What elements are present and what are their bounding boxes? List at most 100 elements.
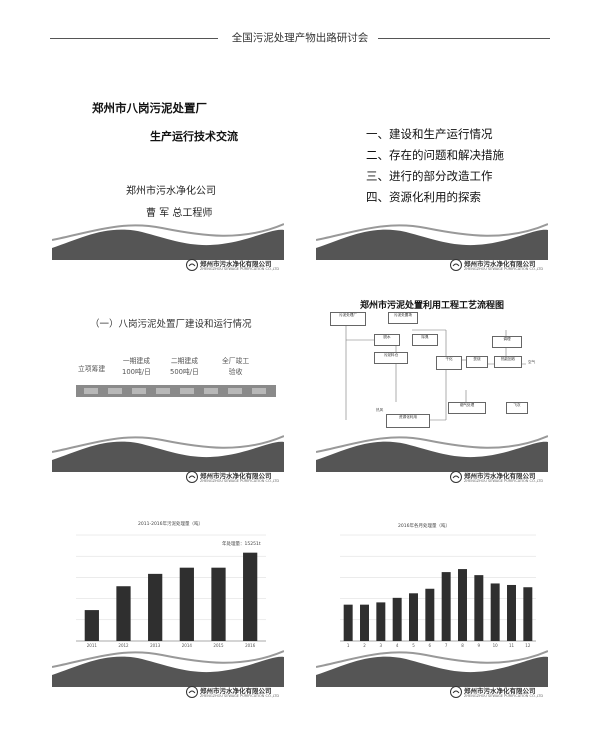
x-tick-label: 9: [478, 643, 481, 648]
x-tick-label: 10: [493, 643, 499, 648]
presenter-name: 曹 军 总工程师: [146, 208, 213, 219]
slide-title-line1: 郑州市八岗污泥处置厂: [92, 101, 207, 115]
wave-decoration: [316, 223, 548, 260]
wave-decoration: [316, 435, 548, 472]
bar: [376, 602, 386, 641]
wave-decoration: [52, 650, 284, 687]
section-heading: （一）八岗污泥处置厂建设和运行情况: [90, 319, 252, 330]
bar: [458, 569, 467, 641]
timeline-segment: [180, 388, 194, 394]
agenda-item: 一、建设和生产运行情况: [366, 127, 493, 141]
wave-decoration: [316, 650, 548, 687]
company-name: 郑州市污水净化有限公司: [464, 472, 536, 480]
header-rule-left: [50, 38, 218, 39]
header-title: 全国污泥处理产物出路研讨会: [231, 32, 369, 44]
x-tick-label: 2013: [150, 643, 161, 648]
agenda-item: 三、进行的部分改造工作: [366, 169, 493, 183]
x-tick-label: 2011: [87, 643, 98, 648]
milestone-line2: 验收: [228, 368, 243, 376]
wave-decoration: [52, 435, 284, 472]
milestone: 二期建成 500吨/日: [170, 356, 199, 378]
bar: [243, 552, 258, 641]
flow-label: 热风: [376, 408, 384, 412]
x-tick-label: 11: [509, 643, 515, 648]
company-name: 郑州市污水净化有限公司: [200, 687, 272, 695]
company-name: 郑州市污水净化有限公司: [464, 260, 536, 268]
company-name-en: ZHENGZHOU SEWAGE PURIFICATION CO.,LTD: [200, 694, 280, 698]
company-name-en: ZHENGZHOU SEWAGE PURIFICATION CO.,LTD: [200, 267, 280, 271]
bar: [507, 584, 516, 641]
milestone: 全厂竣工验收: [222, 356, 249, 378]
timeline-segment: [228, 388, 242, 394]
company-logo: 郑州市污水净化有限公司 ZHENGZHOU SEWAGE PURIFICATIO…: [450, 683, 543, 703]
bar: [84, 610, 99, 641]
company-name: 郑州市污水净化有限公司: [200, 472, 272, 480]
company-logo-icon: [450, 259, 462, 271]
milestone-line1: 二期建成: [170, 357, 199, 365]
company-logo: 郑州市污水净化有限公司 ZHENGZHOU SEWAGE PURIFICATIO…: [450, 256, 543, 276]
bar: [474, 575, 484, 641]
flow-node: 污泥料仓: [374, 352, 408, 364]
x-tick-label: 7: [445, 643, 448, 648]
bar: [425, 588, 435, 641]
x-tick-label: 12: [525, 643, 531, 648]
bar: [211, 567, 226, 641]
company-logo: 郑州市污水净化有限公司 ZHENGZHOU SEWAGE PURIFICATIO…: [450, 468, 544, 488]
agenda-item: 二、存在的问题和解决措施: [366, 148, 504, 162]
flow-node: 干化: [436, 356, 462, 370]
milestone-line1: 一期建成: [122, 357, 151, 365]
bar: [179, 567, 194, 641]
slide-title-line2: 生产运行技术交流: [150, 130, 238, 143]
flow-node: 脱水: [374, 334, 400, 346]
x-tick-label: 4: [396, 643, 399, 648]
timeline-segment: [156, 388, 170, 394]
flow-node: 烟气处理: [448, 402, 486, 414]
presenter-org: 郑州市污水净化公司: [126, 186, 216, 197]
company-logo-icon: [450, 471, 462, 483]
agenda-list: 一、建设和生产运行情况 二、存在的问题和解决措施 三、进行的部分改造工作 四、资…: [366, 126, 504, 210]
timeline-segment: [132, 388, 146, 394]
bar: [360, 604, 369, 641]
timeline-segment: [84, 388, 98, 394]
company-logo-icon: [186, 471, 198, 483]
milestone-line1: 立项筹建: [78, 365, 106, 373]
company-logo-icon: [450, 686, 462, 698]
flow-node: 焚烧: [466, 356, 488, 368]
x-tick-label: 2016: [245, 643, 256, 648]
bar: [392, 597, 402, 641]
slide-title: 郑州市八岗污泥处置厂 生产运行技术交流 郑州市污水净化公司 曹 军 总工程师 郑…: [52, 78, 284, 278]
company-name-en: ZHENGZHOU SEWAGE PURIFICATION CO.,LTD: [464, 479, 544, 483]
page-header: 全国污泥处理产物出路研讨会: [0, 28, 600, 48]
x-tick-label: 1: [347, 643, 350, 648]
milestone: 立项筹建: [78, 364, 105, 375]
chart-title: 2011-2016年污泥处理量（吨）: [138, 522, 204, 527]
milestone-line1: 全厂竣工: [222, 357, 250, 365]
milestone-line2: 500吨/日: [170, 368, 199, 376]
milestone: 一期建成 100吨/日: [122, 356, 151, 378]
chart-title: 2016年各月处理量（吨）: [398, 524, 450, 529]
x-tick-label: 5: [412, 643, 415, 648]
x-tick-label: 6: [429, 643, 432, 648]
agenda-item: 四、资源化利用的探索: [366, 190, 481, 204]
slide-process-flowchart: 郑州市污泥处置利用工程工艺流程图 污泥处理厂 污泥处置场 脱水 除臭 污泥料仓 …: [316, 290, 548, 490]
bar: [409, 593, 418, 641]
flow-node: 污泥处置场: [388, 312, 418, 324]
bar: [523, 587, 533, 641]
chart-annotation: 年处理量：15251t: [222, 542, 261, 547]
company-logo-icon: [186, 686, 198, 698]
milestone-line2: 100吨/日: [122, 368, 151, 376]
flow-label: 空气: [528, 360, 536, 364]
timeline-segment: [108, 388, 122, 394]
timeline-segment: [252, 388, 266, 394]
bar: [148, 573, 163, 641]
bar: [343, 604, 353, 641]
x-tick-label: 3: [380, 643, 383, 648]
bar: [116, 586, 131, 641]
company-name-en: ZHENGZHOU SEWAGE PURIFICATION CO.,LTD: [200, 479, 280, 483]
x-tick-label: 8: [461, 643, 464, 648]
company-logo: 郑州市污水净化有限公司 ZHENGZHOU SEWAGE PURIFICATIO…: [186, 256, 280, 276]
